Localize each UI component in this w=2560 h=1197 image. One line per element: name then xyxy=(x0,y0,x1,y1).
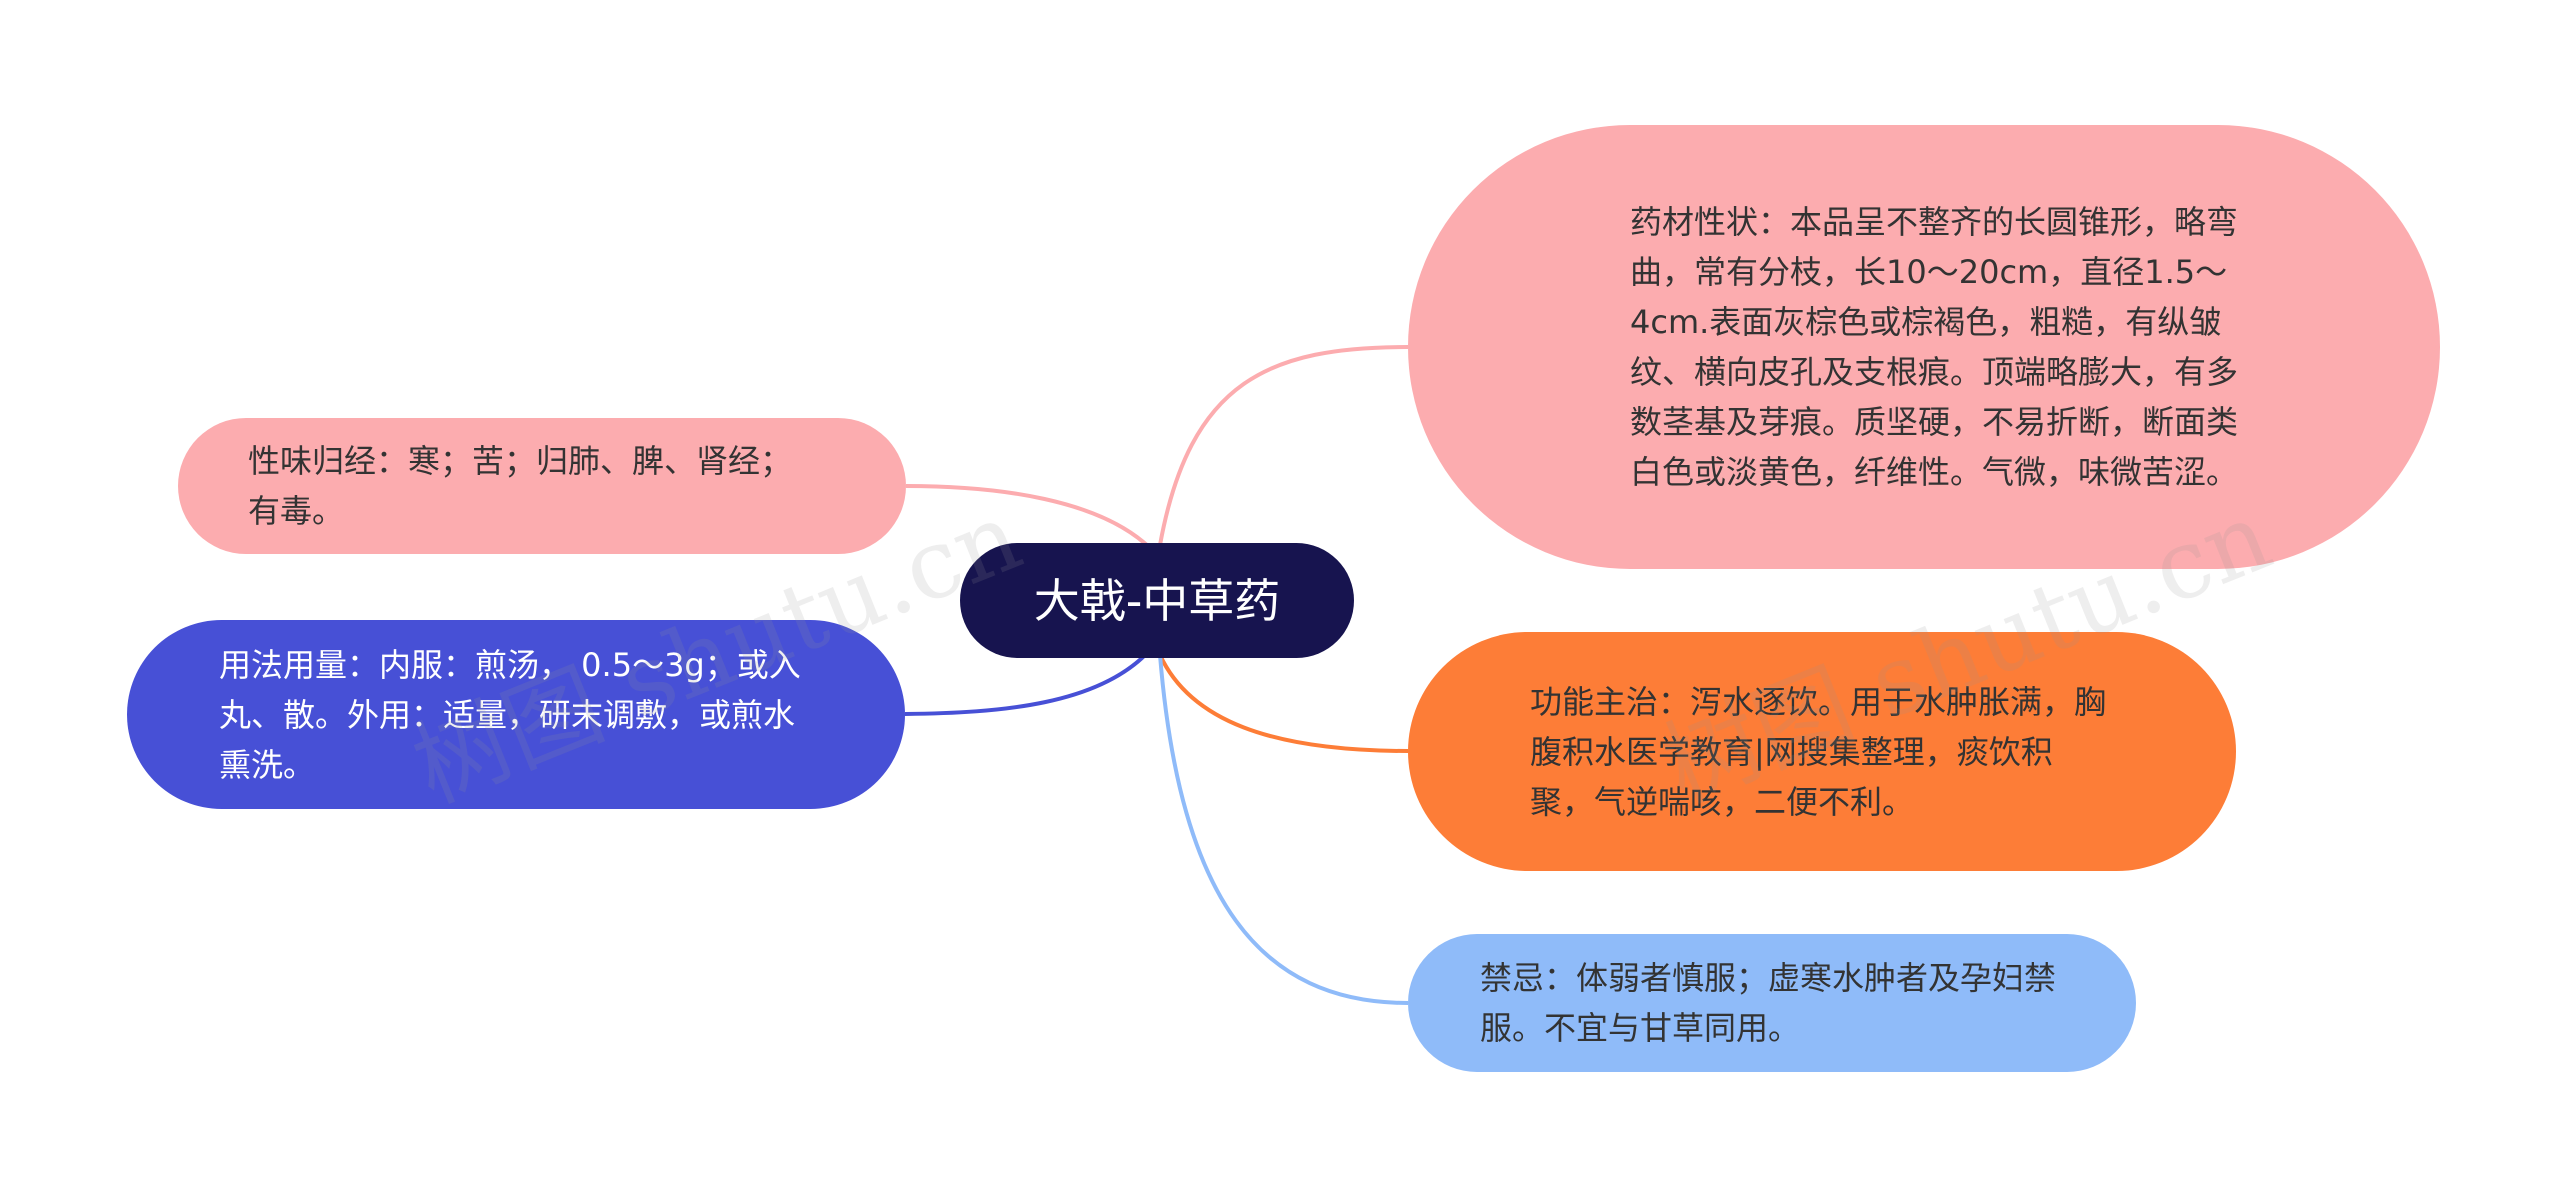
node-gongneng-zhuzhi[interactable]: 功能主治：泻水逐饮。用于水肿胀满，胸腹积水医学教育|网搜集整理，痰饮积聚，气逆喘… xyxy=(1408,632,2236,871)
connector-right3 xyxy=(1158,654,1409,1005)
root-node[interactable]: 大戟-中草药 xyxy=(960,543,1354,658)
node-jinji[interactable]: 禁忌：体弱者慎服；虚寒水肿者及孕妇禁服。不宜与甘草同用。 xyxy=(1408,934,2136,1072)
connector-left1 xyxy=(905,484,1152,550)
node-yaocai-xingzhuang[interactable]: 药材性状：本品呈不整齐的长圆锥形，略弯曲，常有分枝，长10～20cm，直径1.5… xyxy=(1408,125,2440,569)
node-text: 功能主治：泻水逐饮。用于水肿胀满，胸腹积水医学教育|网搜集整理，痰饮积聚，气逆喘… xyxy=(1530,682,2107,821)
root-label: 大戟-中草药 xyxy=(1033,573,1281,628)
connector-right1 xyxy=(1158,345,1409,546)
node-text: 禁忌：体弱者慎服；虚寒水肿者及孕妇禁服。不宜与甘草同用。 xyxy=(1480,959,2057,1047)
connector-right2 xyxy=(1158,654,1409,753)
node-text: 性味归经：寒；苦；归肺、脾、肾经；有毒。 xyxy=(248,442,793,530)
connector-left2 xyxy=(904,648,1152,716)
node-xingwei-guijing[interactable]: 性味归经：寒；苦；归肺、脾、肾经；有毒。 xyxy=(178,418,906,554)
node-text: 用法用量：内服：煎汤， 0.5～3g；或入丸、散。外用：适量，研末调敷，或煎水熏… xyxy=(219,645,801,784)
node-text: 药材性状：本品呈不整齐的长圆锥形，略弯曲，常有分枝，长10～20cm，直径1.5… xyxy=(1630,203,2239,491)
node-yongfa-yongliang[interactable]: 用法用量：内服：煎汤， 0.5～3g；或入丸、散。外用：适量，研末调敷，或煎水熏… xyxy=(127,620,905,809)
